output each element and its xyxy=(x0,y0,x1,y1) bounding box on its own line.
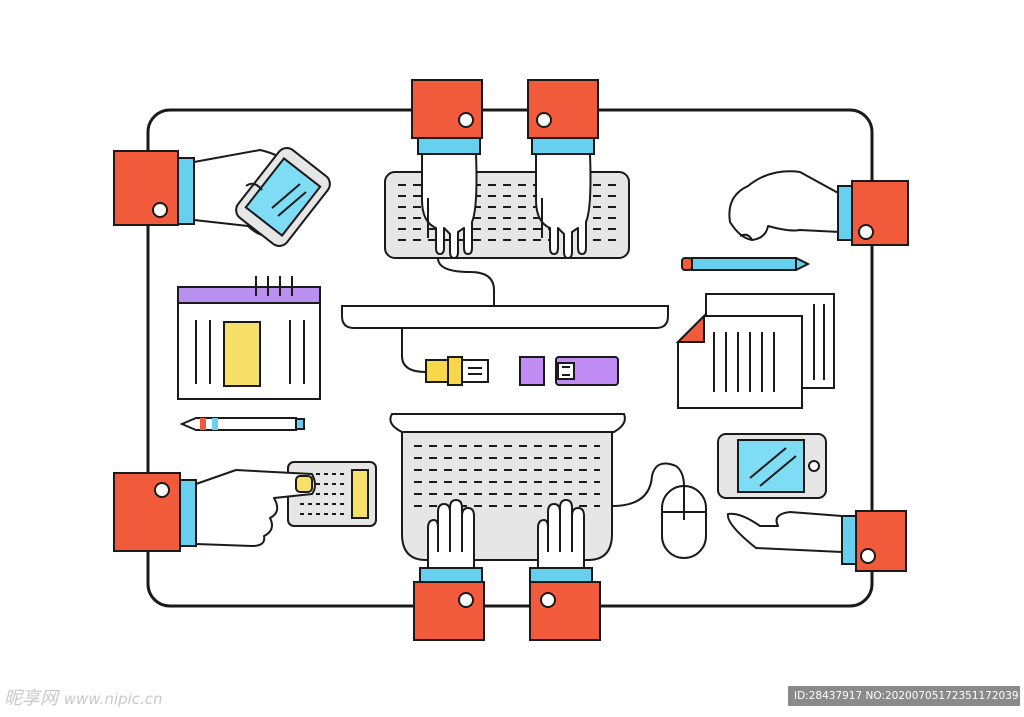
documents-icon xyxy=(675,293,835,409)
top-right-typing-hand xyxy=(527,79,599,259)
mouse-icon xyxy=(661,485,707,559)
watermark-site-text: www.nipic.cn xyxy=(63,690,163,708)
bottom-right-typing-hand xyxy=(529,499,601,641)
watermark-brand: 昵享网 www.nipic.cn xyxy=(4,684,162,710)
watermark-id-bar: ID:28437917 NO:20200705172351172039 xyxy=(788,686,1020,706)
usb-plug-icon xyxy=(425,356,489,386)
keyboard-cable xyxy=(437,257,495,306)
mouse-cable xyxy=(611,462,685,507)
bottom-left-typing-hand xyxy=(413,499,485,641)
hand-pointing-calculator xyxy=(113,469,316,552)
monitor xyxy=(341,305,669,329)
usb-cable xyxy=(401,328,427,373)
tablet-icon xyxy=(717,433,827,499)
open-hand xyxy=(726,510,907,572)
laptop xyxy=(389,413,626,561)
flash-drive-icon xyxy=(519,356,619,386)
hand-holding-phone xyxy=(113,147,331,247)
pen-icon xyxy=(179,417,305,431)
pencil-icon xyxy=(681,257,811,271)
top-left-typing-hand xyxy=(411,79,483,259)
phone-icon xyxy=(235,147,331,247)
hand-pinching xyxy=(728,170,909,246)
watermark-brand-text: 昵享网 xyxy=(4,688,58,709)
calendar-icon xyxy=(177,276,321,400)
